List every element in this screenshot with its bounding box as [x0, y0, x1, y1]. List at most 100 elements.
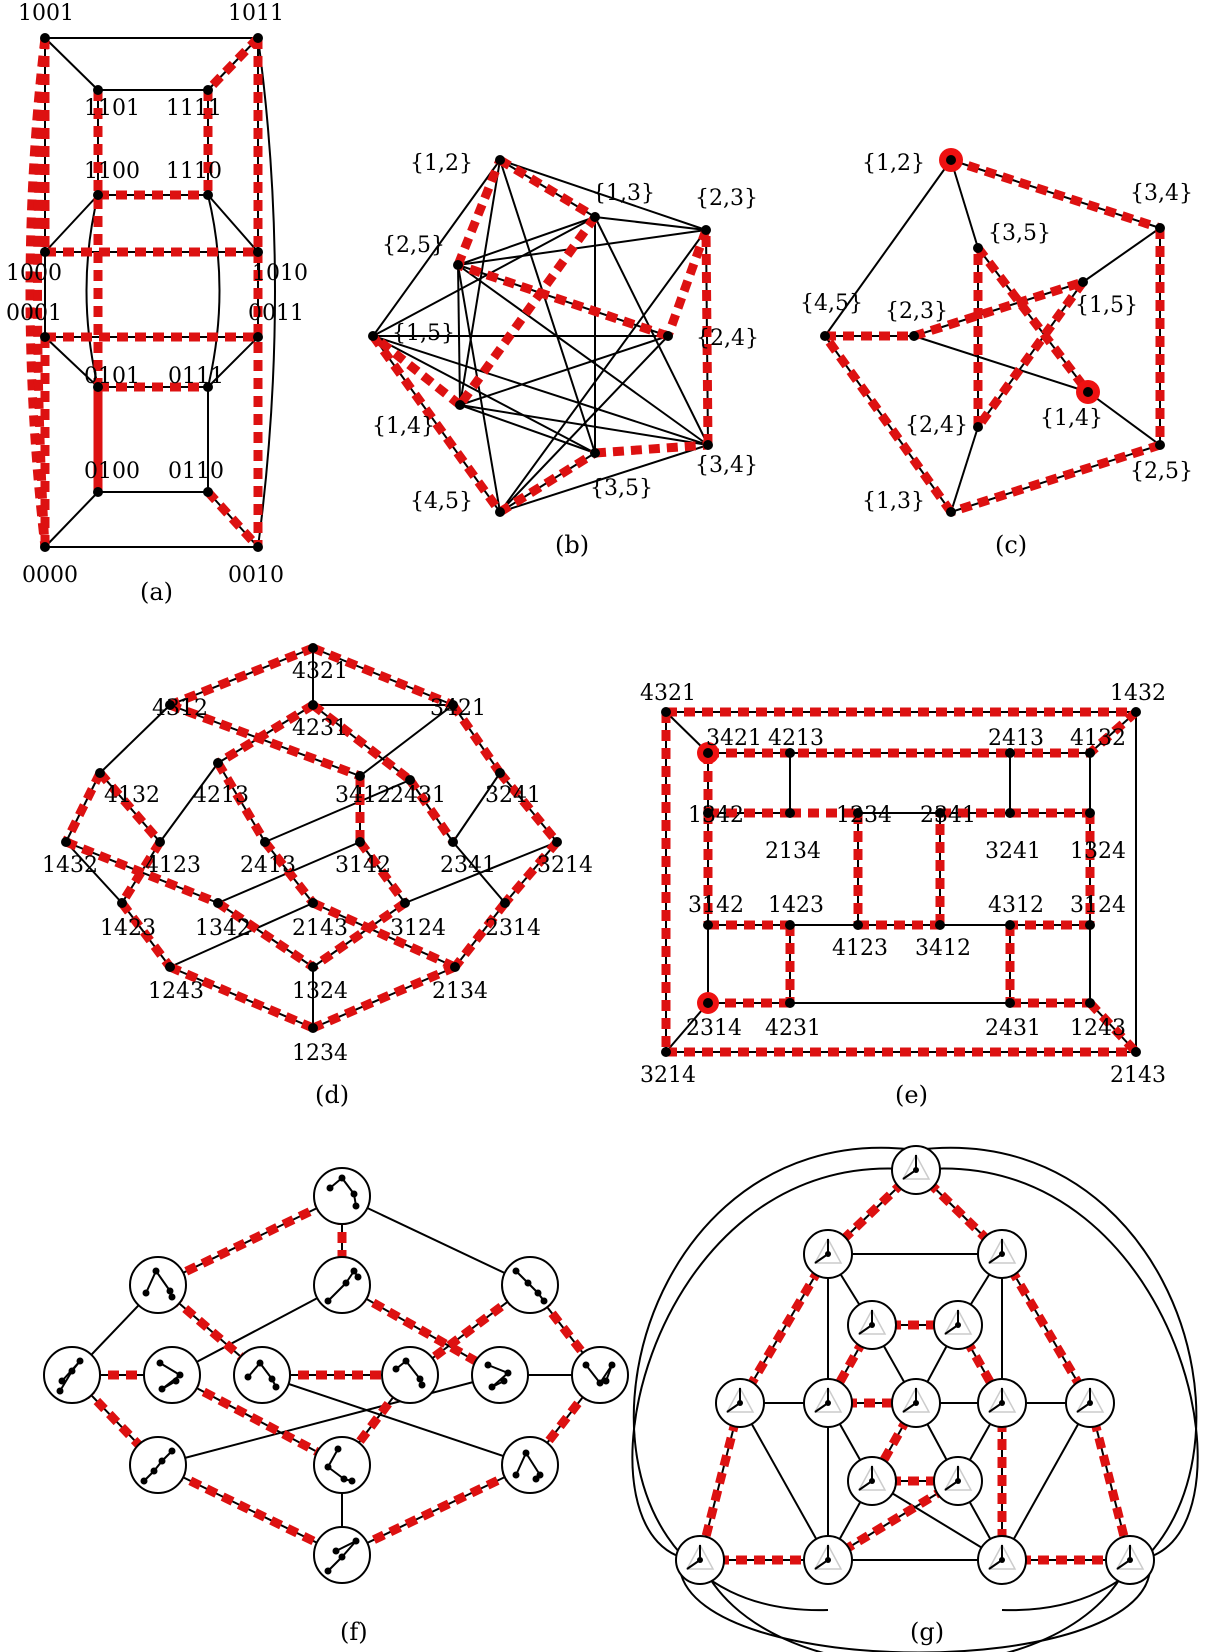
panel-caption: (d): [315, 1081, 349, 1109]
node-dot: [355, 837, 365, 847]
node-label: {1,3}: [592, 181, 655, 206]
tree-dot: [140, 1477, 148, 1485]
triangle-outline: [901, 1153, 931, 1180]
node-dot: [946, 507, 956, 517]
node-dot: [95, 768, 105, 778]
edge: [913, 335, 1089, 393]
tree-dot: [76, 1357, 84, 1365]
tree-edge: [145, 1270, 157, 1294]
highlight-edge: [61, 771, 105, 844]
tree-dot: [402, 1357, 410, 1365]
tree-dot: [342, 1279, 350, 1287]
highlight-edge: [156, 1460, 344, 1560]
edge: [459, 404, 596, 454]
node-dot: [93, 487, 103, 497]
node-label: 3241: [985, 839, 1041, 864]
node-dot: [165, 700, 175, 710]
node-dot: [93, 190, 103, 200]
node-dot: [703, 808, 713, 818]
edge: [499, 444, 709, 513]
node-label: 4123: [145, 853, 201, 878]
node-dot: [590, 448, 600, 458]
highlight-edge: [156, 1191, 344, 1290]
node-label: 0101: [84, 364, 140, 389]
node-label: 1110: [166, 159, 222, 184]
tree-node: [571, 1346, 629, 1404]
tree-dot: [582, 1361, 590, 1369]
edge: [169, 902, 314, 968]
edge: [457, 264, 501, 513]
edge: [499, 229, 707, 513]
tree-dot: [602, 1377, 610, 1385]
highlight-edge: [118, 900, 174, 970]
node-label: 3214: [640, 1063, 696, 1088]
panel-caption: (c): [995, 531, 1027, 559]
node-dot: [935, 920, 945, 930]
highlight-edge: [369, 333, 504, 515]
tree-dot: [532, 1475, 540, 1483]
edge: [871, 1480, 1003, 1561]
tree-dot: [172, 1377, 180, 1385]
tree-dot: [338, 1174, 346, 1182]
node-dot: [1083, 387, 1093, 397]
tree-node: [313, 1436, 371, 1494]
highlight-edge: [96, 770, 164, 845]
highlight-edge: [663, 228, 711, 338]
edge: [457, 216, 596, 266]
node-dot: [495, 155, 505, 165]
node-label: 1432: [1110, 681, 1166, 706]
tree-edge: [159, 1362, 181, 1376]
tree-dot: [352, 1202, 360, 1210]
node-dot: [1005, 748, 1015, 758]
node-dot: [663, 331, 673, 341]
node-label: 3214: [537, 853, 593, 878]
highlight-edge: [1085, 1401, 1135, 1562]
node-dot: [661, 1047, 671, 1057]
node-label: 0100: [84, 459, 140, 484]
edge: [594, 216, 709, 446]
triangle-outline: [857, 1464, 887, 1491]
node-label: 4132: [1070, 726, 1126, 751]
edge: [372, 159, 501, 337]
edge: [65, 841, 123, 904]
highlight-edge: [204, 34, 262, 94]
node-dot: [117, 898, 127, 908]
node-label: 4231: [765, 1016, 821, 1041]
panel-caption: (f): [340, 1618, 368, 1646]
node-dot: [495, 507, 505, 517]
node-dot: [1155, 440, 1165, 450]
tree-dot: [166, 1287, 174, 1295]
node-dot: [203, 487, 213, 497]
node-dot: [203, 85, 213, 95]
edge: [99, 704, 171, 774]
node-label: 3142: [335, 853, 391, 878]
edge: [157, 1464, 343, 1556]
tree-dot: [540, 1297, 548, 1305]
node-label: {4,5}: [800, 291, 863, 316]
edge: [359, 704, 454, 777]
highlight-edge: [118, 839, 164, 906]
highlight-edge: [169, 1371, 345, 1469]
node-dot: [1005, 920, 1015, 930]
node-dot: [785, 808, 795, 818]
tree-dot: [352, 1537, 360, 1545]
node-label: 1010: [252, 261, 308, 286]
tree-dot: [512, 1471, 520, 1479]
tree-dot: [416, 1375, 424, 1383]
node-dot: [368, 331, 378, 341]
outer-curve: [631, 1167, 917, 1561]
tree-dot: [522, 1449, 530, 1457]
edge: [341, 1195, 531, 1286]
triangle-outline: [813, 1386, 843, 1413]
node-dot: [40, 332, 50, 342]
node-label: 2143: [292, 916, 348, 941]
tree-node: [381, 1346, 439, 1404]
node-label: 4312: [152, 696, 208, 721]
highlight-edge: [496, 770, 561, 845]
tree-dot: [338, 1553, 346, 1561]
node-dot: [552, 837, 562, 847]
tree-edge: [341, 1540, 357, 1558]
tree-node: [501, 1436, 559, 1494]
highlight-edge: [949, 440, 1162, 517]
